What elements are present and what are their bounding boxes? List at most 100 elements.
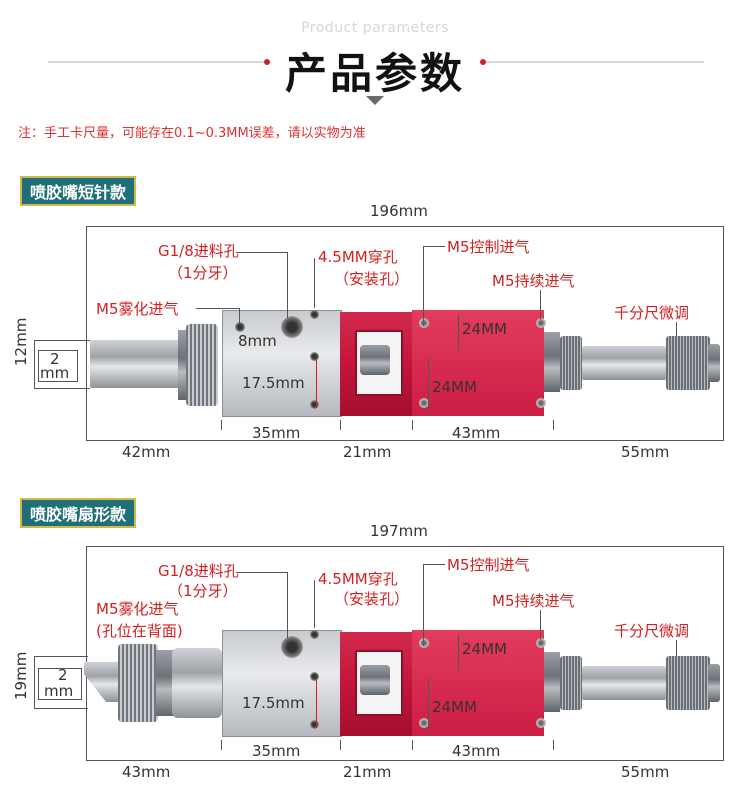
red-height-top: 24MM <box>462 320 507 338</box>
depth-marker <box>316 680 317 728</box>
micrometer-cap <box>708 664 720 702</box>
total-length: 197mm <box>370 522 428 540</box>
leader-line <box>423 564 424 646</box>
screw-4 <box>536 398 546 408</box>
dim-tick <box>412 420 413 430</box>
leader-line <box>423 246 424 326</box>
mount-hole-2 <box>310 672 319 681</box>
dim-line <box>428 358 429 414</box>
inner-piston <box>360 665 390 695</box>
leader-line <box>423 246 445 247</box>
dim-line <box>34 656 88 657</box>
measurement-note: 注：手工卡尺量，可能存在0.1~0.3MM误差，请以实物为准 <box>18 126 366 141</box>
knurled-nut <box>186 324 218 406</box>
screw <box>419 318 429 328</box>
screw-4 <box>536 718 546 728</box>
segment-3-dim: 21mm <box>343 443 392 461</box>
leader-line <box>423 564 445 565</box>
fan-knurled-nut <box>118 644 158 722</box>
leader-line <box>239 308 240 324</box>
lock-ring <box>560 336 582 390</box>
micrometer-thimble <box>666 656 710 710</box>
dim-tick <box>412 740 413 750</box>
callout-install-hole-note: （安装孔） <box>334 590 410 608</box>
title-divider-left <box>48 61 268 63</box>
title-arrow-icon <box>366 96 384 105</box>
title-divider-right <box>484 61 704 63</box>
segment-3-dim: 21mm <box>343 763 392 781</box>
screw-3 <box>536 318 546 328</box>
dim-line <box>34 340 35 388</box>
title-dot-right <box>480 59 486 65</box>
mount-hole-3 <box>310 720 319 729</box>
callout-m5-continuous: M5持续进气 <box>492 272 575 290</box>
callout-m5-control: M5控制进气 <box>447 556 530 574</box>
micrometer-sleeve <box>582 666 666 700</box>
dimension-frame <box>86 546 724 761</box>
screw-3 <box>536 638 546 648</box>
title-dot-left <box>264 59 270 65</box>
screw-2 <box>419 718 429 728</box>
fan-hex-body <box>172 648 222 718</box>
dim-line <box>34 656 35 708</box>
dim-line <box>428 678 429 734</box>
callout-micrometer: 千分尺微调 <box>614 304 690 322</box>
red-height-bottom: 24MM <box>432 378 477 396</box>
red-body-rear <box>412 630 544 736</box>
leader-line <box>314 258 315 308</box>
red-height-bottom: 24MM <box>432 698 477 716</box>
leader-line <box>236 252 288 253</box>
height-dim: 19mm <box>12 651 30 700</box>
callout-m5-atomize: M5雾化进气 <box>96 300 179 318</box>
leader-line <box>540 290 541 320</box>
segment-2-dim: 35mm <box>252 742 301 760</box>
inlet-hole <box>281 636 303 658</box>
needle-dim-box <box>38 350 78 382</box>
segment-5-dim: 55mm <box>621 443 670 461</box>
lock-ring <box>560 656 582 710</box>
callout-micrometer: 千分尺微调 <box>614 622 690 640</box>
micrometer-sleeve <box>582 346 666 380</box>
dim-line <box>34 708 88 709</box>
segment-2-dim: 35mm <box>252 424 301 442</box>
gap-dim: 8mm <box>238 332 277 350</box>
needle-dim-bottom: mm <box>40 364 70 382</box>
depth-dim: 17.5mm <box>242 374 305 392</box>
dim-line <box>458 314 459 350</box>
red-height-top: 24MM <box>462 640 507 658</box>
dim-tick <box>340 740 341 750</box>
segment-1-dim: 43mm <box>122 763 171 781</box>
section-subtitle: Product parameters <box>301 20 449 36</box>
dim-line <box>34 388 90 389</box>
callout-g18-thread: （1分牙） <box>168 264 238 282</box>
segment-4-dim: 43mm <box>452 742 501 760</box>
page-title: 产品参数 <box>284 49 465 98</box>
callout-g18-inlet: G1/8进料孔 <box>158 242 239 260</box>
red-body-rear <box>412 310 544 416</box>
needle-dim-top: 2 <box>58 666 68 684</box>
depth-dim: 17.5mm <box>242 694 305 712</box>
adapter <box>544 652 560 712</box>
dim-tick <box>221 740 222 750</box>
section-label-fan: 喷胶嘴扇形款 <box>20 498 137 528</box>
dim-line <box>34 340 90 341</box>
callout-m5-atomize: M5雾化进气 <box>96 600 179 618</box>
callout-install-hole-note: （安装孔） <box>334 270 410 288</box>
dim-tick <box>553 740 554 750</box>
screw-2 <box>419 398 429 408</box>
screw <box>419 638 429 648</box>
height-dim: 12mm <box>12 317 30 366</box>
leader-line <box>540 610 541 640</box>
dimension-frame <box>86 226 724 441</box>
atomize-hole <box>235 322 245 332</box>
fan-collar <box>156 650 174 716</box>
nozzle-shaft <box>90 340 188 388</box>
total-length: 196mm <box>370 202 428 220</box>
inner-piston <box>360 345 390 375</box>
micrometer-thimble <box>666 336 710 390</box>
callout-g18-inlet: G1/8进料孔 <box>158 562 239 580</box>
inlet-hole <box>281 316 303 338</box>
segment-1-dim: 42mm <box>122 443 171 461</box>
dim-line <box>458 634 459 670</box>
leader-line <box>287 572 288 638</box>
